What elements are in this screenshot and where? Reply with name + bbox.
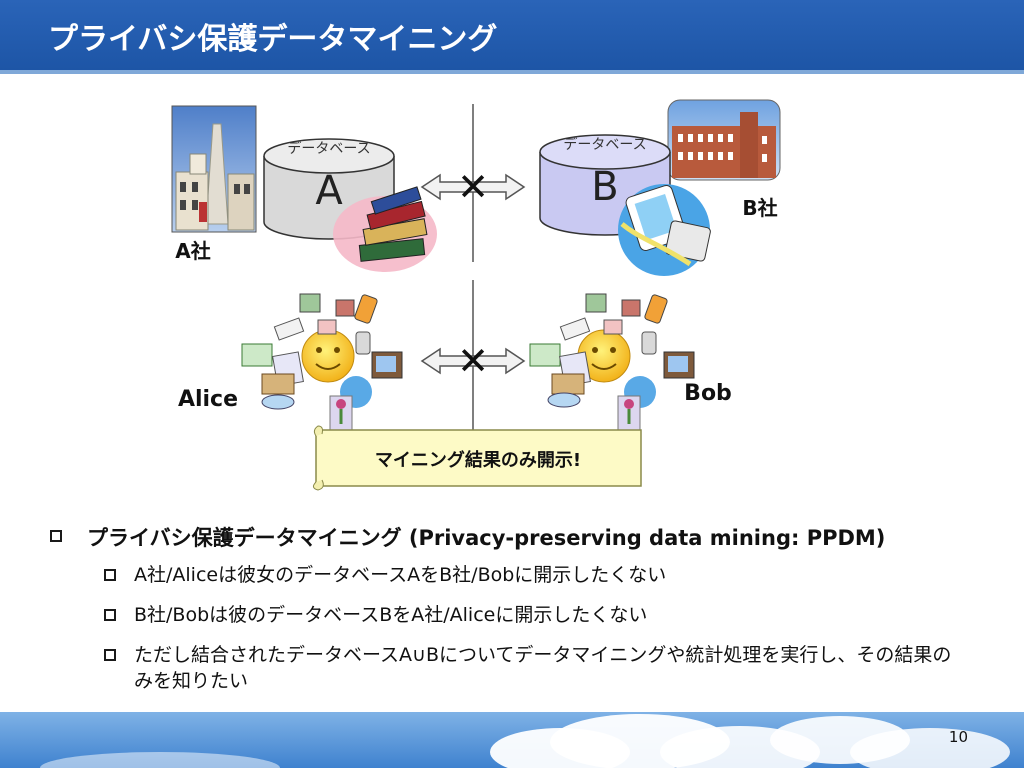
cross-mark-top: ✕ [457,165,489,209]
scroll-text: マイニング結果のみ開示! [375,449,581,471]
double-arrow-top [420,173,526,201]
bullet-sub-3: ただし結合されたデータベースA∪Bについてデータマイニングや統計処理を実行し、そ… [104,642,964,694]
footer-banner: 10 [0,712,1024,768]
page-number: 10 [948,728,968,746]
building-a-image [171,105,257,233]
bullet-sub-2: B社/Bobは彼のデータベースBをA社/Aliceに開示したくない [104,602,647,628]
bob-label: Bob [684,381,732,406]
bullet-marker [104,609,116,621]
alice-label: Alice [178,387,238,412]
db-b-letter: B [591,164,618,210]
bullet-marker [104,649,116,661]
devices-icon [618,184,711,276]
books-icon [333,186,437,272]
slide-title: プライバシ保護データマイニング [48,22,498,57]
company-a-label: A社 [175,239,210,263]
bullet-sub-text: ただし結合されたデータベースA∪Bについてデータマイニングや統計処理を実行し、そ… [134,644,952,692]
db-b-caption: データベース [563,136,646,153]
result-scroll [312,425,642,491]
bullet-sub-text: B社/Bobは彼のデータベースBをA社/Aliceに開示したくない [134,604,648,626]
double-arrow-bottom [420,347,526,375]
bullet-marker [50,530,62,542]
alice-data-collage [241,293,403,437]
diagram: データベース A A社 データベース B B社 ✕ ✕ Alice Bob マイ… [0,74,1024,514]
company-b-label: B社 [742,196,777,220]
bullet-list: プライバシ保護データマイニング (Privacy-preserving data… [0,514,1024,714]
db-a-caption: データベース [287,140,370,157]
cloud-background [40,714,1010,768]
bullet-marker [104,569,116,581]
bullet-main-text: プライバシ保護データマイニング (Privacy-preserving data… [87,526,886,550]
database-b-cylinder [539,134,671,236]
bullet-sub-text: A社/Aliceは彼女のデータベースAをB社/Bobに開示したくない [134,564,667,586]
cross-mark-bottom: ✕ [457,339,489,383]
db-a-letter: A [315,168,343,214]
bob-data-collage [529,293,695,437]
diagram-canvas: データベース A A社 データベース B B社 ✕ ✕ Alice Bob マイ… [171,99,781,491]
title-bar: プライバシ保護データマイニング [0,0,1024,74]
bullet-main: プライバシ保護データマイニング (Privacy-preserving data… [50,522,885,552]
building-b-image [667,99,781,181]
bullet-sub-1: A社/Aliceは彼女のデータベースAをB社/Bobに開示したくない [104,562,666,588]
